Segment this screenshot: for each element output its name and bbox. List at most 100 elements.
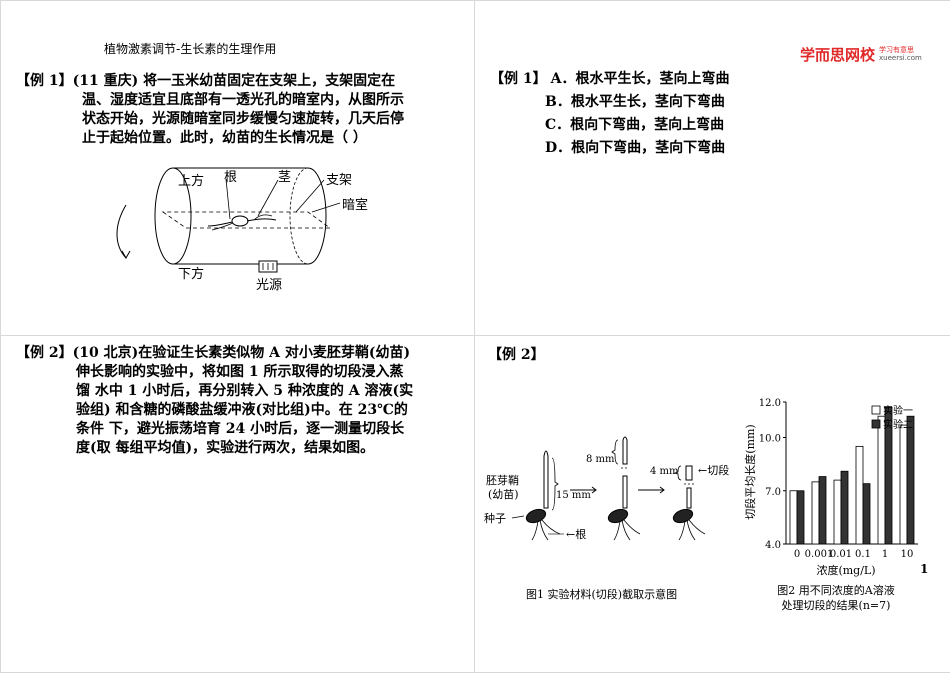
seedling-stem <box>246 218 277 222</box>
coleoptile-base-3 <box>686 487 692 509</box>
cylinder-right-end <box>307 167 327 265</box>
page-number: 1 <box>920 562 929 576</box>
bar-1 <box>811 481 820 545</box>
bar-1 <box>877 415 886 545</box>
label-root: 根 <box>224 170 237 185</box>
x-axis-label: 浓度(mg/L) <box>816 563 875 577</box>
y-tick-label: 10.0 <box>759 434 781 445</box>
legend-label: 实验二 <box>883 418 913 431</box>
example1-line-3: 状态开始，光源随暗室同步缓慢匀速旋转，几天后停 <box>82 111 404 127</box>
bar-2 <box>862 483 871 545</box>
example2-line-6: 度(取 每组平均值)，实验进行两次，结果如图。 <box>76 440 375 456</box>
label-light: 光源 <box>256 278 282 293</box>
example2-line-5: 条件 下，避光振荡培育 24 小时后，逐一测量切段长 <box>76 421 405 437</box>
logo-slogan: 学习有意思 <box>879 46 915 54</box>
brace-15mm <box>551 457 559 511</box>
option-a: A．根水平生长，茎向上弯曲 <box>550 71 730 87</box>
example2-line-1: 在验证生长素类似物 A 对小麦胚芽鞘(幼苗) <box>138 345 411 361</box>
option-c: C．根向下弯曲，茎向上弯曲 <box>545 117 725 133</box>
x-tick-label: 10 <box>901 549 914 560</box>
x-tick-label: 0.1 <box>855 549 871 560</box>
cylinder-right-end-hidden <box>289 167 309 265</box>
example1-line-2: 温、湿度适宜且底部有一透光孔的暗室内，从图所示 <box>82 92 404 108</box>
label-seedling: (幼苗) <box>488 488 519 501</box>
seedling-root <box>207 221 234 227</box>
logo-domain: xueersi.com <box>879 54 922 62</box>
example2-line-3: 馏 水中 1 小时后，再分别转入 5 种浓度的 A 溶液(实 <box>76 383 414 399</box>
x-tick-label: 0.01 <box>830 549 852 560</box>
segment-cut <box>685 465 693 481</box>
bar-2 <box>818 476 827 545</box>
label-seed: 种子 <box>484 511 506 525</box>
coleoptile-1 <box>543 450 549 509</box>
site-logo: 学而思网校 学习有意思 xueersi.com <box>800 44 922 65</box>
option-d: D．根向下弯曲，茎向下弯曲 <box>545 140 726 156</box>
vertical-divider <box>474 0 475 672</box>
label-4mm: 4 mm <box>650 466 679 477</box>
example1-answer-label: 【例 1】 <box>490 71 547 87</box>
label-stand: 支架 <box>326 173 352 188</box>
logo-text: 学而思网校 <box>800 46 876 64</box>
label-15mm: 15 mm <box>556 490 591 501</box>
label-root: ←根 <box>566 527 586 541</box>
brace-8mm <box>611 439 619 465</box>
bar-2 <box>906 415 915 545</box>
example1-options: 【例 1】A．根水平生长，茎向上弯曲 B．根水平生长，茎向下弯曲 C．根向下弯曲… <box>490 68 730 160</box>
figure2-caption-line1: 图2 用不同浓度的A溶液 <box>777 583 894 597</box>
roots-3 <box>678 519 706 541</box>
stand-leader <box>295 179 325 213</box>
rotation-arrowhead <box>121 250 131 260</box>
figure1-caption: 图1 实验材料(切段)截取示意图 <box>526 587 677 601</box>
coleoptile-tip-2 <box>622 436 628 465</box>
bar-2 <box>884 406 893 545</box>
figure2-bar-chart: 切段平均长度(mm) 浓度(mg/L) 图2 用不同浓度的A溶液 处理切段的结果… <box>743 398 918 612</box>
page-subtitle: 植物激素调节-生长素的生理作用 <box>104 42 277 56</box>
label-8mm: 8 mm <box>586 454 615 465</box>
legend-swatch <box>871 405 881 415</box>
example2-question: 【例 2】(10 北京)在验证生长素类似物 A 对小麦胚芽鞘(幼苗) 伸长影响的… <box>16 344 472 458</box>
bar-1 <box>899 424 908 545</box>
label-darkroom: 暗室 <box>342 197 368 213</box>
example2-line-4: 验组) 和含糖的磷酸盐缓冲液(对比组)中。在 23℃的 <box>76 402 408 418</box>
horizontal-divider <box>0 335 950 336</box>
y-tick-label: 12.0 <box>759 398 781 409</box>
x-tick-label: 0.001 <box>805 549 834 560</box>
legend-swatch <box>871 419 881 429</box>
darkroom-leader <box>311 202 341 213</box>
example1-question: 【例 1】(11 重庆) 将一玉米幼苗固定在支架上，支架固定在 温、湿度适宜且底… <box>16 72 461 148</box>
seedling-root-2 <box>211 222 234 231</box>
bar-1 <box>833 479 842 545</box>
option-b: B．根水平生长，茎向下弯曲 <box>545 94 725 110</box>
seed-icon <box>231 215 249 227</box>
example1-line-4: 止于起始位置。此时，幼苗的生长情况是（ ） <box>82 130 367 146</box>
bar-1 <box>789 490 798 545</box>
example2-line-2: 伸长影响的实验中，将如图 1 所示取得的切段浸入蒸 <box>76 364 404 380</box>
seed-leader <box>511 515 525 519</box>
figure1-segment-diagram: 胚芽鞘 (幼苗) 15 mm 8 mm 4 mm ←切段 种子 ←根 图1 实验… <box>484 436 729 601</box>
brace-4mm <box>673 465 682 481</box>
x-tick-label: 1 <box>882 549 888 560</box>
legend-label: 实验一 <box>883 404 913 417</box>
root-leader <box>225 178 231 220</box>
example2-answer-label: 【例 2】 <box>488 347 545 363</box>
bar-1 <box>855 445 864 545</box>
y-tick-label: 4.0 <box>765 540 781 551</box>
example1-line-1: 将一玉米幼苗固定在支架上，支架固定在 <box>143 73 396 89</box>
x-tick-label: 0 <box>794 549 800 560</box>
roots-2 <box>613 519 641 541</box>
roots-1 <box>531 519 561 541</box>
logo-side: 学习有意思 xueersi.com <box>879 44 922 62</box>
y-tick-label: 7.0 <box>765 487 781 498</box>
y-axis-label: 切段平均长度(mm) <box>743 424 757 519</box>
label-stem: 茎 <box>278 170 291 185</box>
coleoptile-base-2 <box>622 475 628 509</box>
darkroom-diagram: 上方 根 茎 支架 暗室 下方 光源 <box>116 167 368 293</box>
bar-2 <box>840 470 849 545</box>
label-down: 下方 <box>178 266 204 282</box>
seedling-leaf <box>253 214 273 221</box>
bar-2 <box>796 490 805 545</box>
stem-leader <box>257 179 279 217</box>
label-segment: ←切段 <box>698 463 729 477</box>
